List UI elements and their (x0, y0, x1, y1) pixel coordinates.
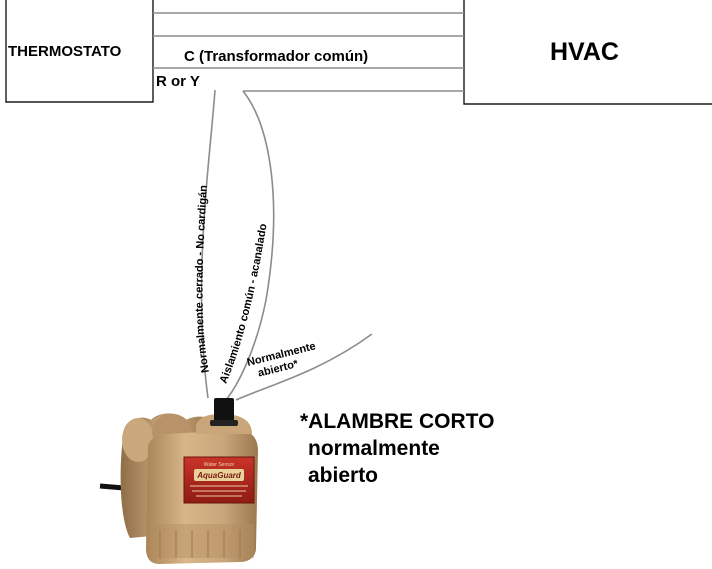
hvac-box (463, 0, 712, 105)
normally-closed-wire-label: Normalmente cerrado - No cardigán (194, 184, 212, 373)
common-terminal-label: C (Transformador común) (184, 48, 368, 65)
normally-open-wire (235, 333, 373, 401)
thermostat-label: THERMOSTATO (8, 43, 122, 60)
r-terminal-label: R or Y (156, 73, 200, 90)
sensor-cable-stub (99, 483, 125, 491)
hvac-label: HVAC (550, 38, 619, 66)
condensate-sensor-illustration: Water Sensor AquaGuard (99, 398, 258, 564)
common-wire (225, 90, 275, 401)
thermostat-box (5, 0, 154, 103)
note-line-3: abierto (308, 464, 379, 487)
short-wire-note: *ALAMBRE CORTO normalmente abierto (300, 408, 494, 489)
note-line-2: normalmente (308, 437, 440, 460)
product-tagline: Water Sensor (204, 462, 235, 468)
normally-open-wire-label: Normalmente abierto* (246, 340, 323, 382)
note-line-1: *ALAMBRE CORTO (300, 410, 495, 433)
sensor-connector (214, 398, 234, 424)
normally-closed-wire (200, 89, 216, 399)
product-brand: AquaGuard (196, 471, 242, 480)
